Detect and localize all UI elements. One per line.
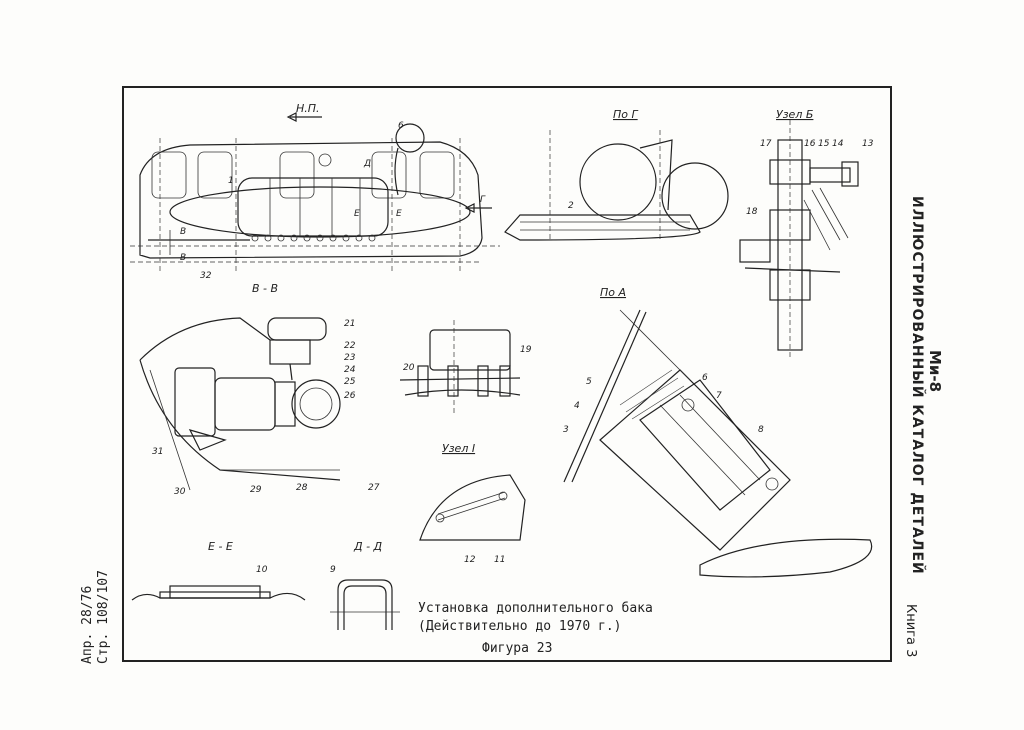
view-po-a [563,309,873,578]
callout: 23 [344,353,356,363]
label-po-a: По А [600,286,626,299]
callout: 14 [832,139,844,149]
label-uzel-b: Узел Б [776,108,813,121]
figure-caption: Установка дополнительного бака (Действит… [418,600,653,636]
callout: 15 [818,139,830,149]
header-book: Книга 3 [903,604,918,658]
label-po-g: По Г [613,108,638,121]
drawing-frame [122,86,892,662]
callout: 4 [574,401,580,411]
callout: 32 [200,271,212,281]
callout: 21 [344,319,355,329]
page-date: Апр. 28/76 [80,585,95,664]
label-np: Н.П. [296,102,320,115]
section-mark: Е [396,209,402,219]
figure-number: Фигура 23 [482,641,553,656]
view-e-e [131,585,306,601]
section-mark: В [180,227,186,237]
callout: 9 [330,565,336,575]
callout: 1 [228,176,234,186]
callout: 5 [586,377,592,387]
caption-line2: (Действительно до 1970 г.) [418,619,622,634]
callout: 26 [344,391,356,401]
callout: 13 [862,139,874,149]
callout: 11 [494,555,505,565]
callout: 30 [174,487,186,497]
page-number: Стр. 108/107 [96,570,111,664]
view-v-v [139,317,341,491]
section-mark: Е [354,209,360,219]
callout: 28 [296,483,308,493]
callout: 18 [746,207,758,217]
callout: 16 [804,139,816,149]
view-d-d [330,579,400,630]
callout: 24 [344,365,356,375]
label-v-v: В - В [252,282,278,295]
label-e-e: Е - Е [208,540,233,553]
callout: 29 [250,485,262,495]
caption-line1: Установка дополнительного бака [418,601,653,616]
section-mark: Д [363,159,371,169]
callout: 6 [398,121,404,131]
bolt-row [251,234,376,242]
header-catalog-title: ИЛЛЮСТРИРОВАННЫЙ КАТАЛОГ ДЕТАЛЕЙ [909,196,925,575]
callout: 2 [568,201,574,211]
view-po-g [504,130,729,241]
callout: 22 [344,341,356,351]
callout: 6 [702,373,708,383]
callout: 12 [464,555,476,565]
callout: 10 [256,565,268,575]
callout: 17 [760,139,772,149]
callout: 25 [344,377,356,387]
view-uzel-b [739,120,859,358]
callout: 3 [563,425,569,435]
callout: 7 [716,391,722,401]
view-uzel-i [419,474,526,541]
fuselage-side-view [130,112,500,272]
view-bracket-19 [399,320,521,414]
section-mark: Г [480,195,486,205]
callout: 19 [520,345,532,355]
section-mark: В [180,253,186,263]
callout: 8 [758,425,764,435]
label-d-d: Д - Д [353,540,383,553]
header-aircraft: Ми-8 [926,350,944,393]
callout: 27 [368,483,380,493]
callout: 31 [152,447,163,457]
callout: 20 [403,363,415,373]
label-uzel-i: Узел I [442,442,475,455]
